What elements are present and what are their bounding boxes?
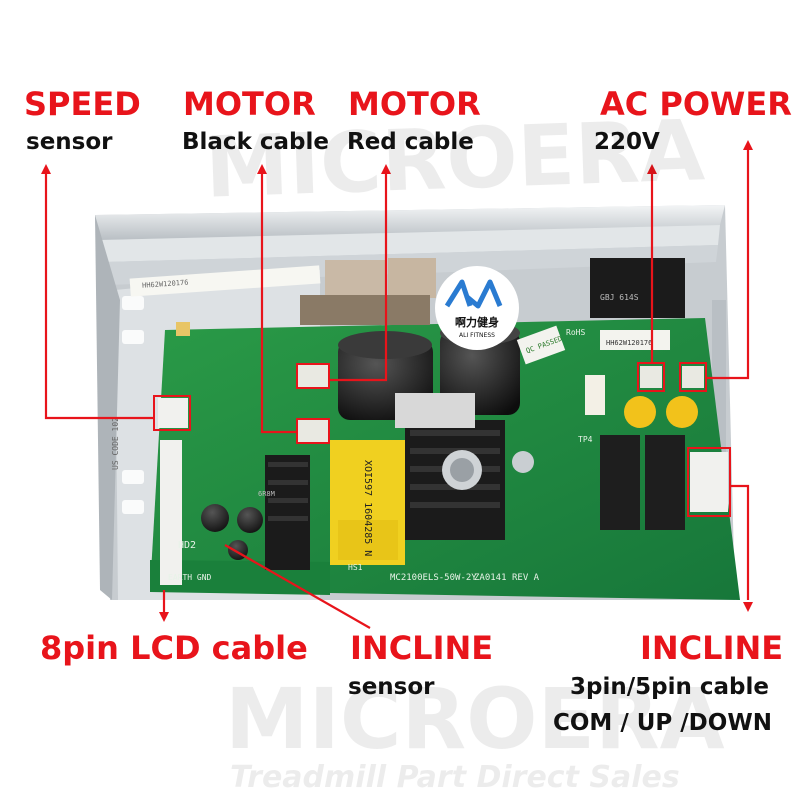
motor-black-title: MOTOR — [183, 85, 316, 123]
motor-red-sub: Red cable — [347, 129, 474, 155]
lcd-title: 8pin LCD cable — [40, 629, 308, 667]
relay-2 — [645, 435, 685, 530]
tp4-text: TP4 — [578, 435, 593, 444]
relay-1 — [600, 435, 640, 530]
logo-chinese: 啊力健身 — [455, 315, 499, 329]
watermark-tagline: Treadmill Part Direct Sales — [230, 760, 680, 795]
power-transistors — [300, 258, 436, 325]
sticker-text: HH62W120176 — [606, 339, 652, 347]
ac-power-sub: 220V — [594, 129, 660, 155]
small-capacitors — [201, 375, 605, 560]
incline-sensor-sub: sensor — [348, 674, 435, 700]
model-text: MC2100ELS-50W-2Y — [390, 573, 477, 583]
bridge-text: GBJ 614S — [600, 293, 639, 302]
hd2-text: HD2 — [178, 540, 196, 551]
coil-text: XOI597 1604285 N — [362, 460, 373, 556]
incline-sensor-title: INCLINE — [350, 629, 494, 667]
incline-cable-title: INCLINE — [640, 629, 784, 667]
cap-text: 6R8M — [258, 490, 275, 498]
ac-power-title: AC POWER — [600, 85, 792, 123]
varistor-2 — [666, 396, 698, 428]
ali-fitness-logo: 啊力健身 ALI FITNESS — [435, 266, 519, 350]
qc-sticker — [516, 325, 566, 365]
incline-cable-box — [687, 447, 731, 517]
motor-black-sub: Black cable — [182, 129, 329, 155]
speed-title: SPEED — [24, 85, 141, 123]
left-heatsink — [265, 455, 310, 570]
leader-arrows — [41, 140, 753, 622]
incline-cable-sub1: 3pin/5pin cable — [570, 674, 769, 700]
motor-red-title: MOTOR — [348, 85, 481, 123]
date-text: ZA0141 — [474, 573, 507, 583]
speed-box — [153, 395, 191, 431]
heatsink-sticker — [129, 265, 321, 297]
varistor-1 — [624, 396, 656, 428]
speed-sub: sensor — [26, 129, 113, 155]
leader-lines — [44, 148, 750, 629]
earth-text: EARTH GND — [168, 573, 212, 582]
incline-cable-sub2: COM / UP /DOWN — [553, 710, 772, 736]
logo-sub: ALI FITNESS — [459, 332, 495, 339]
transformer: XOI597 1604285 N — [330, 440, 405, 565]
bridge-rectifier — [590, 258, 685, 318]
motor-black-box — [296, 363, 330, 389]
connectors — [158, 322, 728, 585]
watermark-bottom: MICROERA — [225, 670, 725, 768]
heatsink-sticker-text: HH62W120176 — [142, 279, 189, 290]
rev-text: REV A — [512, 573, 540, 583]
side-code-text: US CODE 102 — [111, 417, 120, 470]
hs1-text: HS1 — [348, 563, 363, 572]
rohs-text: RoHS — [566, 328, 585, 337]
